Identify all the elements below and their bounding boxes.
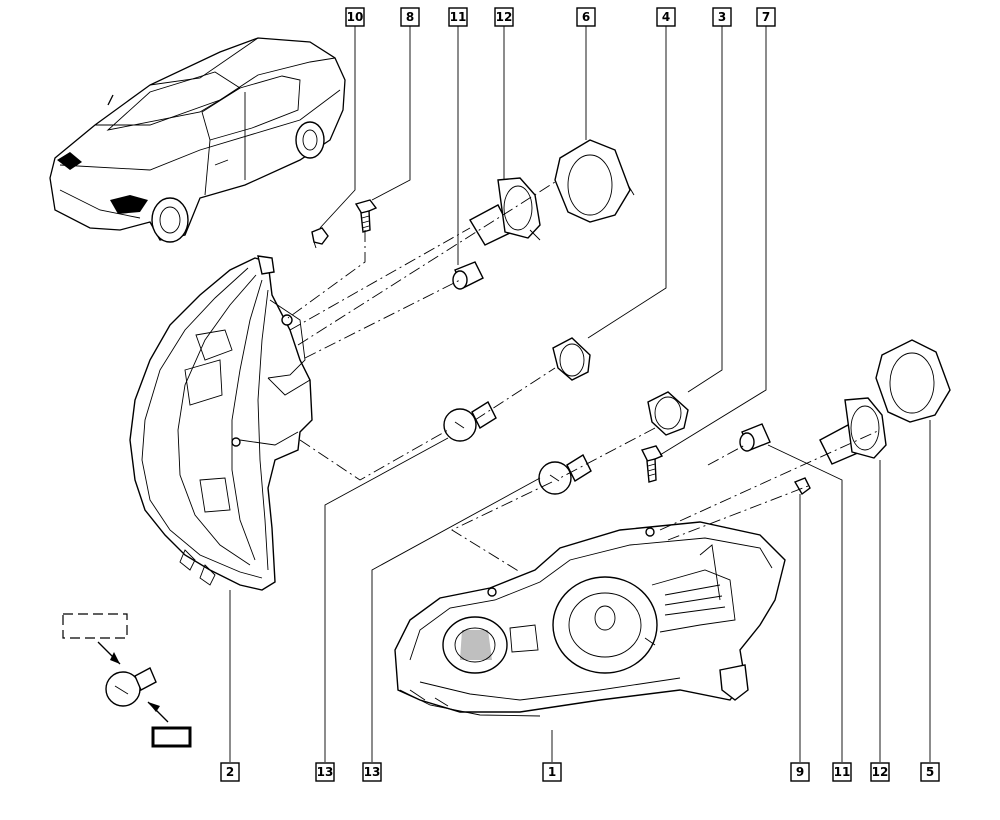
- legend-solid-box: [151, 726, 192, 748]
- callout-label: 8: [406, 10, 414, 24]
- callout-11-bottom: 11: [832, 762, 852, 782]
- callout-label: 13: [364, 765, 381, 779]
- callout-4-top: 4: [656, 7, 676, 27]
- callout-label: 10: [347, 10, 364, 24]
- callout-10-top: 10: [345, 7, 365, 27]
- ring-part-4: [552, 337, 591, 381]
- bulb-part-13-right: [538, 453, 592, 495]
- legend-group: [62, 613, 192, 748]
- legend-dashed-box: [62, 613, 128, 639]
- headlamp-right-front-view: [394, 521, 786, 717]
- leader-lines: [229, 26, 931, 762]
- callout-label: 3: [718, 10, 726, 24]
- screw-part-center: [640, 445, 664, 483]
- callout-label: 11: [834, 765, 851, 779]
- callout-6-top: 6: [576, 7, 596, 27]
- car-illustration: [49, 37, 346, 243]
- callout-label: 12: [496, 10, 513, 24]
- bulb-part-13-left: [443, 400, 497, 442]
- callout-9-bottom: 9: [790, 762, 810, 782]
- callout-label: 4: [662, 10, 670, 24]
- main-bulb-part-12-top: [469, 177, 541, 246]
- callout-3-top: 3: [712, 7, 732, 27]
- callout-12-top: 12: [494, 7, 514, 27]
- callout-label: 5: [926, 765, 934, 779]
- clip-part-9: [793, 477, 811, 496]
- callout-label: 11: [450, 10, 467, 24]
- callout-1-bottom: 1: [542, 762, 562, 782]
- callout-13-bottom-left: 13: [315, 762, 335, 782]
- callout-label: 13: [317, 765, 334, 779]
- headlamp-left-side-view: [129, 255, 313, 591]
- callout-12-bottom: 12: [870, 762, 890, 782]
- callout-7-top: 7: [756, 7, 776, 27]
- side-bulb-part-11-right: [739, 423, 771, 452]
- callout-label: 9: [796, 765, 804, 779]
- cap-part-5: [875, 339, 951, 423]
- callout-label: 7: [762, 10, 770, 24]
- main-bulb-part-12-right: [819, 397, 887, 465]
- callout-11-top: 11: [448, 7, 468, 27]
- callout-13-bottom-right: 13: [362, 762, 382, 782]
- clip-part-10: [311, 227, 329, 249]
- side-bulb-part-11-top: [452, 261, 484, 290]
- callout-label: 2: [226, 765, 234, 779]
- callout-8-top: 8: [400, 7, 420, 27]
- callout-2-bottom: 2: [220, 762, 240, 782]
- callout-5-bottom: 5: [920, 762, 940, 782]
- ring-part-3: [647, 391, 689, 436]
- screw-part-8: [354, 199, 378, 233]
- cap-part-6: [554, 139, 635, 223]
- callout-label: 1: [548, 765, 556, 779]
- callout-label: 12: [872, 765, 889, 779]
- callout-label: 6: [582, 10, 590, 24]
